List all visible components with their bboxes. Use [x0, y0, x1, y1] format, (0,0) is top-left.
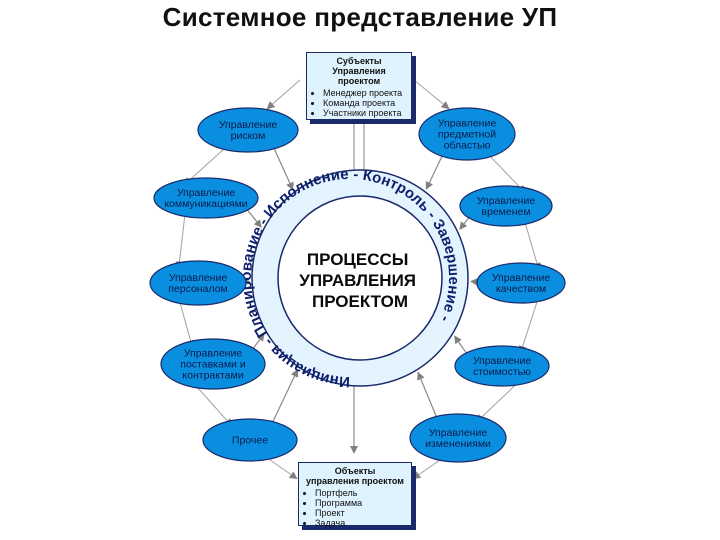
- connector-line: [475, 379, 522, 423]
- list-item: Задача: [315, 518, 411, 528]
- list-item: Проект: [315, 508, 411, 518]
- subjects-box: Субъекты Управления проектом Менеджер пр…: [306, 52, 412, 120]
- subjects-box-title: Субъекты Управления проектом: [332, 56, 386, 86]
- spoke-arrow: [454, 335, 469, 356]
- center-label: ПРОЦЕССЫ УПРАВЛЕНИЯ ПРОЕКТОМ: [299, 250, 421, 311]
- node-connections: [175, 79, 541, 480]
- connector-line: [518, 296, 540, 354]
- node-ellipse: [160, 338, 266, 390]
- node-ellipse: [153, 177, 259, 219]
- connector-line: [269, 459, 298, 480]
- connector-line: [266, 79, 301, 110]
- list-item: Команда проекта: [323, 98, 411, 108]
- spoke-arrow: [425, 154, 444, 190]
- node-label: Прочее: [232, 435, 268, 447]
- subjects-list: Менеджер проекта Команда проекта Участни…: [307, 88, 411, 120]
- list-item: Программа: [315, 498, 411, 508]
- objects-box: Объекты управления проектом Портфель Про…: [298, 462, 412, 528]
- connector-line: [175, 211, 186, 270]
- connector-line: [523, 219, 541, 271]
- node-ellipse: [197, 107, 299, 153]
- objects-box-title: Объекты управления проектом: [306, 466, 404, 486]
- connector-line: [183, 145, 229, 186]
- list-item: Портфель: [315, 488, 411, 498]
- objects-list: Портфель Программа Проект Задача: [299, 488, 411, 530]
- node-ellipse: [454, 345, 550, 387]
- list-item: Участники проекта: [323, 108, 411, 118]
- connector-line: [178, 298, 195, 349]
- node-ellipse: [476, 262, 566, 304]
- node-ellipse: [202, 418, 298, 462]
- connector-line: [412, 459, 441, 480]
- slide-title: Системное представление УП: [162, 2, 558, 32]
- spoke-arrow: [273, 147, 294, 191]
- node-ellipse: [149, 260, 247, 306]
- spoke-arrow: [271, 368, 299, 423]
- node-ellipse: [409, 413, 507, 463]
- connector-line: [191, 381, 233, 427]
- spoke-arrow: [417, 371, 438, 418]
- list-item: Менеджер проекта: [323, 88, 411, 98]
- node-ellipse: [459, 185, 553, 227]
- connector-line: [413, 79, 450, 110]
- connector-line: [485, 151, 526, 194]
- node-other: Прочее: [202, 418, 298, 462]
- node-ellipse: [418, 107, 516, 161]
- center-circle: [277, 195, 443, 361]
